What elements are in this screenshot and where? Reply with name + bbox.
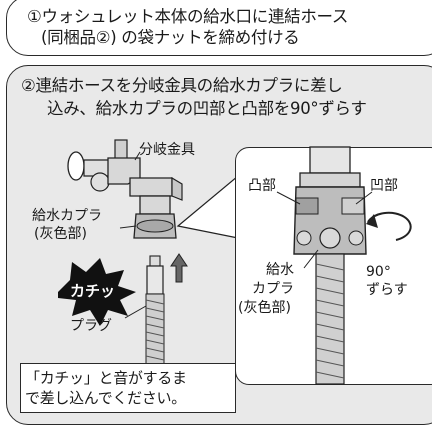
label-detail-coupler-line2: カプラ: [252, 281, 294, 297]
sound-burst-text: カチッ: [70, 282, 116, 300]
step1-text-line1: ①ウォシュレット本体の給水口に連結ホース: [27, 7, 349, 26]
detail-illustration: [276, 146, 412, 385]
label-rotate: ずらす: [366, 282, 408, 298]
label-convex: 凸部: [248, 178, 276, 194]
label-detail-coupler-line1: 給水: [266, 262, 294, 278]
step1-text-line2: (同梱品②) の袋ナットを締め付ける: [41, 28, 300, 47]
note-line1: 「カチッ」と音がするま: [25, 369, 187, 387]
step1-box: ①ウォシュレット本体の給水口に連結ホース (同梱品②) の袋ナットを締め付ける: [6, 0, 432, 56]
note-line2: で差し込んでください。: [25, 389, 186, 407]
label-detail-coupler-line3: (灰色部): [238, 300, 291, 316]
branch-fitting-illustration: [58, 139, 239, 365]
label-branch-fitting: 分岐金具: [139, 142, 195, 158]
label-coupler-line2: (灰色部): [34, 226, 87, 242]
label-concave: 凹部: [370, 178, 398, 194]
insert-note-box: 「カチッ」と音がするま で差し込んでください。: [20, 363, 236, 413]
step2-text-line1: ②連結ホースを分岐金具の給水カプラに差し: [21, 76, 343, 95]
label-plug: プラグ: [70, 318, 112, 334]
label-degree: 90°: [366, 264, 391, 280]
step2-text-line2: 込み、給水カプラの凹部と凸部を90°ずらす: [47, 99, 367, 118]
label-coupler-line1: 給水カプラ: [32, 208, 102, 224]
